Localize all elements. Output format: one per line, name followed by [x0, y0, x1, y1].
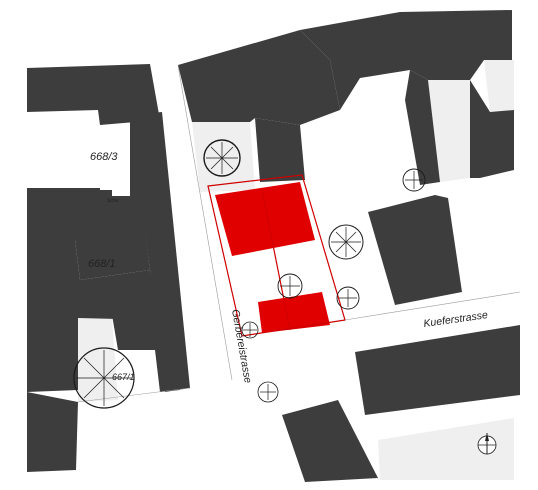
building [130, 112, 190, 392]
building [470, 80, 514, 178]
courtyard-northeast [428, 80, 470, 182]
tree-icon [241, 321, 259, 339]
building [405, 70, 440, 185]
tree-icon [73, 347, 135, 409]
trees [73, 139, 426, 409]
street-edge [77, 387, 191, 403]
tree-icon [203, 139, 241, 177]
building [178, 30, 340, 125]
building [27, 392, 78, 472]
highlighted-plot-north [215, 182, 315, 256]
street-edge [177, 64, 233, 381]
building [112, 312, 185, 392]
tree-icon [257, 381, 279, 403]
courtyard-southeast [378, 418, 514, 480]
street-edge [344, 291, 521, 321]
tree-icon [277, 273, 303, 299]
courtyard-northwest [192, 122, 255, 192]
building [300, 10, 512, 110]
courtyard-far-northeast [484, 60, 514, 112]
north-arrow-icon [477, 433, 497, 455]
building [355, 325, 520, 415]
building [282, 400, 378, 482]
tree-icon [402, 168, 426, 192]
tree-icon [336, 286, 360, 310]
building [27, 188, 150, 280]
building-label-schu: Schu [107, 198, 119, 204]
parcel-divider [261, 189, 291, 331]
courtyard-west [78, 318, 118, 402]
building-small [98, 190, 112, 200]
buildings [27, 10, 520, 482]
parcel-label-667-1: 667/1 [112, 372, 135, 382]
street-label-gerbereistrasse: Gerbereistrasse [229, 308, 254, 384]
building [255, 118, 305, 182]
courtyards [78, 60, 514, 480]
parcel-label-668-3: 668/3 [90, 151, 118, 163]
building [27, 240, 158, 392]
tree-icon [328, 224, 364, 260]
parcel-lines [77, 64, 521, 403]
building [27, 64, 160, 125]
street-label-kueferstrasse: Kueferstrasse [423, 309, 489, 330]
highlighted-plot-south [258, 292, 330, 333]
building [368, 195, 462, 305]
highlighted-plots [215, 182, 330, 333]
parcel-label-668-1: 668/1 [88, 258, 116, 270]
